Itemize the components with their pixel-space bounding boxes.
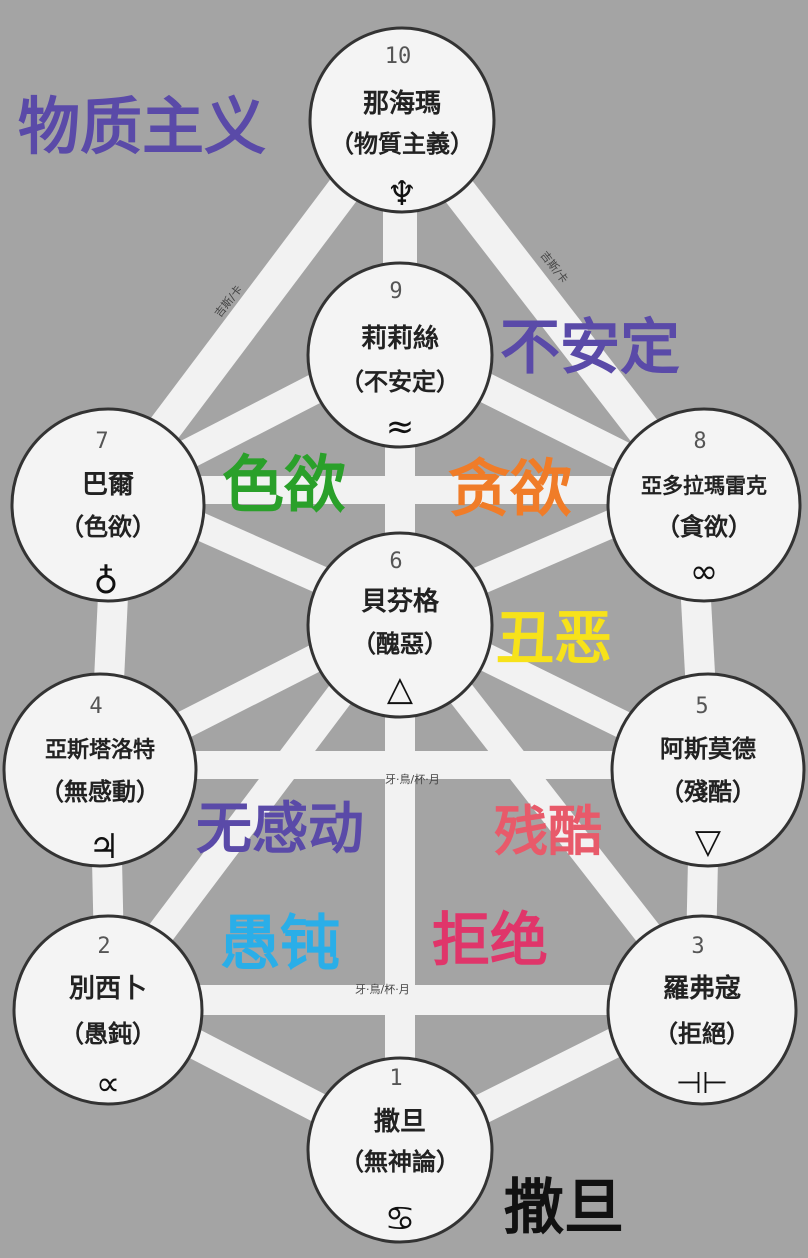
node-number: 2 [97,934,110,959]
node-subtitle: （不安定） [340,368,460,396]
node-subtitle: （醜惡） [352,630,448,658]
path-label-2-3: 牙·鳥/杯·月 [355,982,410,996]
node-9: 9 莉莉絲 （不安定） ≈ [306,261,494,449]
node-subtitle: （物質主義） [330,130,474,158]
annotation-dull: 愚钝 [220,909,340,979]
annotation-lust: 色欲 [222,448,346,521]
annotation-satan: 撒旦 [504,1173,624,1243]
node-4: 4 亞斯塔洛特 （無感動） ♃ [2,672,198,868]
annotation-unstable: 不安定 [500,313,680,383]
triple-circle-icon: ♋ [385,1199,415,1239]
annotation-ugly: 丑恶 [496,604,612,672]
node-subtitle: （殘酷） [660,778,756,806]
node-subtitle: （愚鈍） [60,1020,156,1048]
node-name: 羅弗寇 [663,973,741,1004]
node-circle [2,672,198,868]
node-name: 亞多拉瑪雷克 [641,474,767,498]
node-circle [306,1056,494,1244]
node-10: 10 那海瑪 （物質主義） ♆ [308,26,496,214]
annotation-cruelty: 残酷 [494,799,602,863]
mercury-icon: ∞ [690,552,718,592]
node-1: 1 撒旦 （無神論） ♋ [306,1056,494,1244]
node-number: 1 [389,1066,402,1091]
annotation-materialism: 物质主义 [18,90,266,163]
node-number: 3 [691,934,704,959]
node-subtitle: （拒絕） [654,1020,750,1048]
node-subtitle: （無神論） [340,1148,460,1176]
node-name: 貝芬格 [361,586,440,617]
node-7: 7 巴爾 （色欲） ♁ [10,407,206,603]
node-circle [606,914,798,1106]
node-circle [306,531,494,719]
node-3: 3 羅弗寇 （拒絕） ⊣⊢ [606,914,798,1106]
node-number: 7 [95,429,108,454]
node-number: 6 [389,549,402,574]
node-2: 2 別西卜 （愚鈍） ∝ [12,914,204,1106]
node-circle [12,914,204,1106]
venus-icon: ♁ [94,562,119,602]
path-label-4-5: 牙·鳥/杯·月 [385,772,440,786]
node-number: 8 [693,429,706,454]
node-circle [610,672,806,868]
fish-icon: ∝ [96,1064,120,1104]
annotation-apathy: 无感动 [196,796,364,862]
annotation-reject: 拒绝 [432,906,548,974]
saturn-icon: ⊣⊢ [676,1066,728,1101]
node-name: 撒旦 [374,1107,426,1137]
node-5: 5 阿斯莫德 （殘酷） ▽ [610,672,806,868]
neptune-icon: ♆ [387,174,417,214]
node-name: 阿斯莫德 [660,735,756,763]
node-number: 5 [695,694,708,719]
node-name: 巴爾 [82,470,134,500]
node-name: 那海瑪 [363,89,441,119]
node-circle [306,261,494,449]
node-subtitle: （色欲） [60,513,156,541]
node-circle [10,407,206,603]
node-number: 9 [389,279,402,304]
annotation-greed: 贪欲 [448,452,572,525]
triangle-eye-icon: △ [387,669,414,709]
node-circle [308,26,496,214]
node-name: 別西卜 [69,974,147,1004]
node-name: 莉莉絲 [361,323,439,354]
node-name: 亞斯塔洛特 [45,737,155,763]
node-number: 4 [89,694,102,719]
wave-icon: ≈ [386,407,415,447]
inverted-triangle-icon: ▽ [695,822,722,862]
node-subtitle: （無感動） [40,778,160,806]
node-6: 6 貝芬格 （醜惡） △ [306,531,494,719]
node-8: 8 亞多拉瑪雷克 （貪欲） ∞ [606,407,802,603]
node-number: 10 [385,44,412,69]
jupiter-icon: ♃ [89,827,119,867]
node-subtitle: （貪欲） [656,513,752,541]
node-circle [606,407,802,603]
